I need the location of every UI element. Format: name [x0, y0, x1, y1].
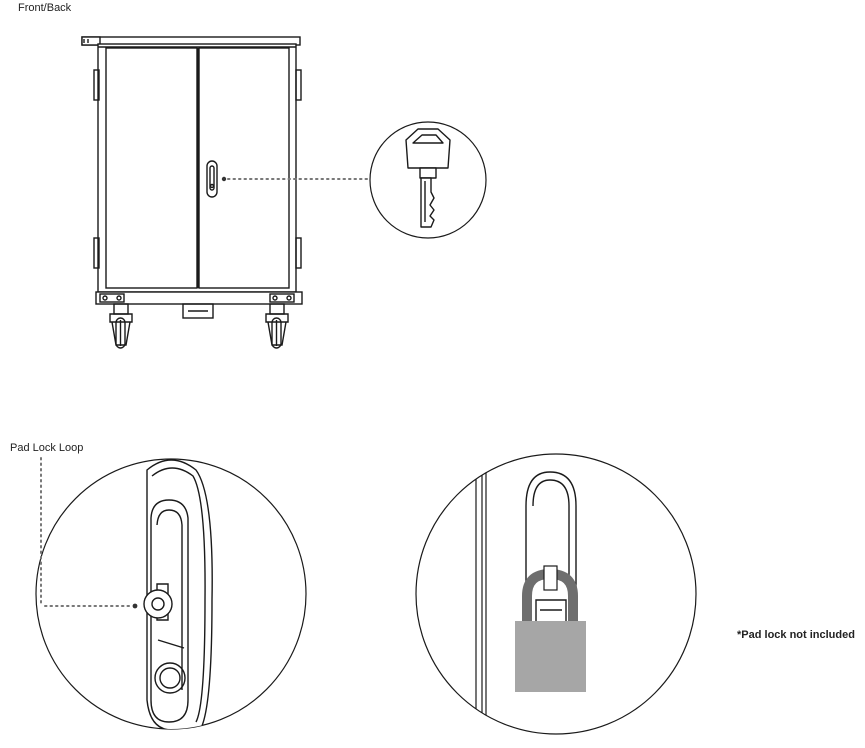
padlock-detail — [415, 453, 697, 735]
handle-lock-cylinder — [154, 662, 186, 694]
pad-lock-loop-label: Pad Lock Loop — [10, 442, 84, 454]
cart-door-handle — [206, 160, 218, 198]
key-icon — [405, 128, 451, 228]
pad-lock-loop-detail — [35, 457, 307, 730]
key-detail — [369, 121, 487, 239]
front-back-label: Front/Back — [18, 2, 72, 14]
key-leader-line — [221, 176, 371, 182]
pad-lock-note: *Pad lock not included — [737, 629, 855, 641]
cart-illustration — [81, 36, 303, 349]
padlock-shackle — [522, 565, 578, 622]
cart-caster-left — [109, 303, 133, 349]
pad-lock-loop-ring — [143, 583, 173, 621]
door-edge-lines — [475, 470, 487, 734]
cart-body — [97, 43, 297, 293]
cart-caster-right — [265, 303, 289, 349]
cart-side-hinges — [93, 69, 302, 269]
pad-lock-loop-leader — [40, 457, 138, 609]
handle-outer-shell — [525, 471, 577, 641]
padlock-body — [515, 621, 586, 692]
cart-base — [95, 291, 303, 319]
